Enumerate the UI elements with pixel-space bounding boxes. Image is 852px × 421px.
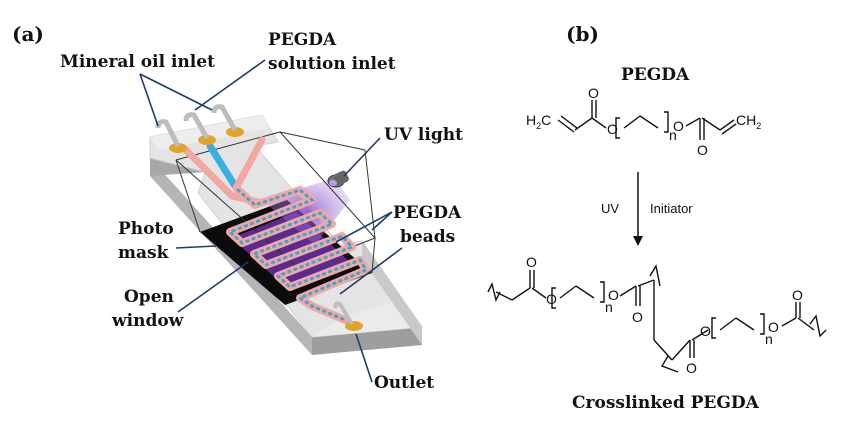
crosslinked-title: Crosslinked PEGDA xyxy=(572,393,760,413)
xl-o-4: O xyxy=(632,309,643,325)
o-4: O xyxy=(697,142,708,158)
panel-b-tag: (b) xyxy=(566,22,599,46)
xl-o-1: O xyxy=(526,254,537,270)
pegda-monomer: H2C O O n O O CH2 xyxy=(526,85,761,158)
xl-o-8: O xyxy=(792,287,803,303)
o-3: O xyxy=(673,118,684,134)
crosslinked-structure: O O n O O O O n O O xyxy=(487,254,827,376)
panel-a-tag: (a) xyxy=(12,22,44,46)
label-pegda-solution-1: PEGDA xyxy=(268,30,337,50)
inlet-block xyxy=(150,115,270,150)
label-photo-mask-1: Photo xyxy=(118,219,174,239)
label-photo-mask-2: mask xyxy=(118,243,170,263)
chip-front-face xyxy=(312,327,422,355)
h2c-group: H2C xyxy=(526,112,551,131)
label-outlet: Outlet xyxy=(374,373,434,393)
xl-n-1: n xyxy=(605,299,613,315)
enclosure-box xyxy=(175,131,376,274)
pegda-title: PEGDA xyxy=(621,65,690,85)
reaction-arrow xyxy=(633,172,643,246)
xl-o-2: O xyxy=(546,291,557,307)
label-uv-light: UV light xyxy=(384,125,463,145)
outlet-port xyxy=(333,301,363,331)
label-open-window-2: window xyxy=(111,311,184,331)
label-mineral-oil-inlet: Mineral oil inlet xyxy=(60,52,215,72)
panel-a-labels: Mineral oil inlet PEGDA solution inlet U… xyxy=(60,30,463,393)
outlet-block xyxy=(312,300,422,337)
xl-o-3: O xyxy=(608,287,619,303)
o-2: O xyxy=(607,121,618,137)
xl-o-5: O xyxy=(686,360,697,376)
leader-lines xyxy=(139,59,403,383)
ch2-group: CH2 xyxy=(736,112,761,131)
o-1: O xyxy=(588,85,599,101)
label-pegda-beads-1: PEGDA xyxy=(393,203,462,223)
channel-network xyxy=(182,136,370,324)
uv-condition: UV xyxy=(601,201,619,216)
inlet-ports xyxy=(155,104,244,153)
n-1: n xyxy=(669,127,677,143)
initiator-condition: Initiator xyxy=(650,201,693,216)
xl-o-7: O xyxy=(768,319,779,335)
label-open-window-1: Open xyxy=(124,287,174,307)
open-window xyxy=(232,212,350,288)
xl-o-6: O xyxy=(700,323,711,339)
xl-n-2: n xyxy=(765,331,773,347)
label-pegda-beads-2: beads xyxy=(400,227,455,247)
label-pegda-solution-2: solution inlet xyxy=(268,54,396,74)
